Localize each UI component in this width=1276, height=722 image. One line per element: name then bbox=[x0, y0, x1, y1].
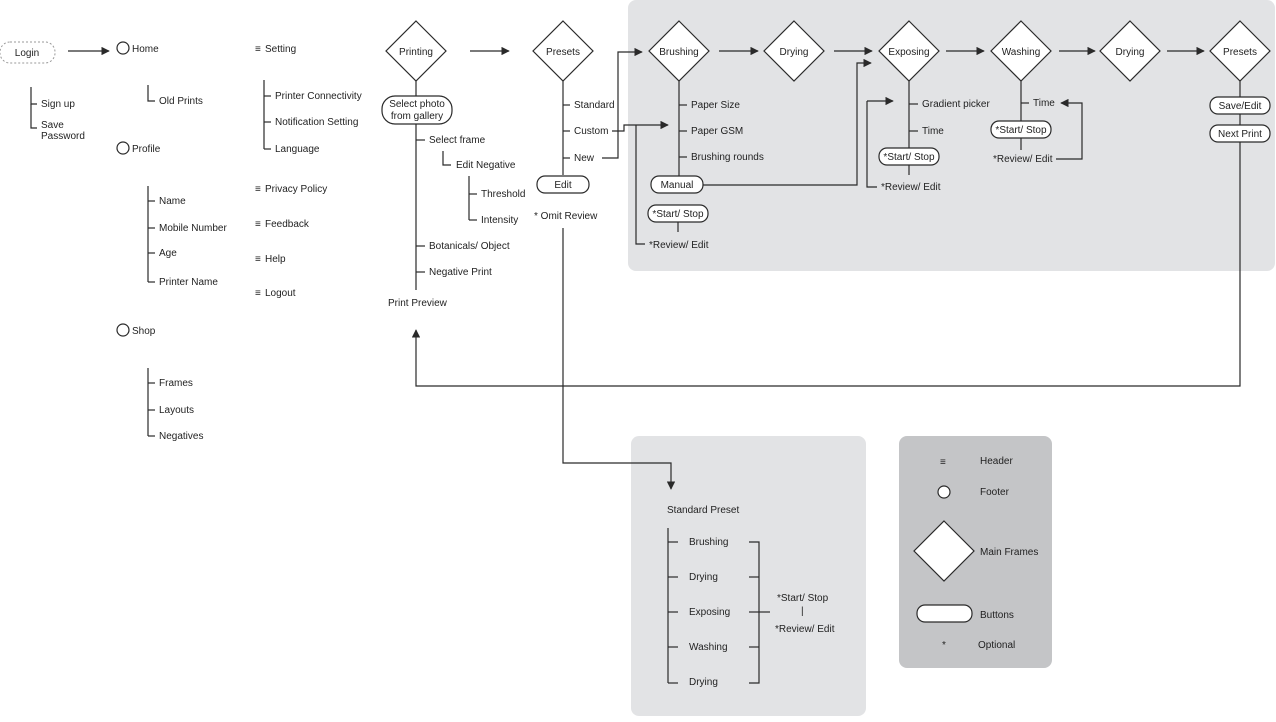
edit-button-label: Edit bbox=[554, 180, 571, 191]
save-label: Save bbox=[41, 120, 64, 131]
std-start-stop-label: *Start/ Stop bbox=[777, 593, 829, 604]
select-photo-line2: from gallery bbox=[391, 111, 443, 122]
washing-time-label: Time bbox=[1033, 98, 1055, 109]
legend-optional-label: Optional bbox=[978, 640, 1015, 651]
setting-header-icon: ≡ bbox=[255, 44, 261, 55]
omit-review-label: * Omit Review bbox=[534, 211, 598, 222]
exposing-start-stop-label: *Start/ Stop bbox=[883, 152, 935, 163]
edit-negative-label: Edit Negative bbox=[456, 160, 516, 171]
feedback-label: Feedback bbox=[265, 219, 310, 230]
legend-optional-mark: * bbox=[942, 640, 946, 651]
exposing-label: Exposing bbox=[888, 47, 929, 58]
legend-header-label: Header bbox=[980, 456, 1013, 467]
save-edit-label: Save/Edit bbox=[1219, 101, 1262, 112]
profile-printer-name: Printer Name bbox=[159, 277, 218, 288]
profile-footer-icon bbox=[116, 141, 130, 155]
botanicals-label: Botanicals/ Object bbox=[429, 241, 510, 252]
print-preview-label: Print Preview bbox=[388, 298, 448, 309]
next-print-label: Next Print bbox=[1218, 129, 1262, 140]
home-footer-icon bbox=[116, 41, 130, 55]
help-label: Help bbox=[265, 254, 286, 265]
brushing-start-stop-label: *Start/ Stop bbox=[652, 209, 704, 220]
standard-preset-title: Standard Preset bbox=[667, 505, 739, 516]
legend-header-icon: ≡ bbox=[940, 457, 946, 468]
drying2-frame[interactable] bbox=[1099, 20, 1161, 82]
home-label: Home bbox=[132, 44, 159, 55]
std-step-brushing: Brushing bbox=[689, 537, 728, 548]
select-frame-label: Select frame bbox=[429, 135, 486, 146]
paper-gsm-label: Paper GSM bbox=[691, 126, 743, 137]
std-step-exposing: Exposing bbox=[689, 607, 730, 618]
preset-standard: Standard bbox=[574, 100, 615, 111]
std-divider: | bbox=[801, 606, 804, 617]
presets-label: Presets bbox=[546, 47, 580, 58]
exposing-review-label: *Review/ Edit bbox=[881, 182, 941, 193]
legend-main-frame-icon bbox=[913, 520, 975, 582]
drying2-label: Drying bbox=[1116, 47, 1145, 58]
setting-language: Language bbox=[275, 144, 320, 155]
std-step-drying: Drying bbox=[689, 572, 718, 583]
legend-footer-icon bbox=[937, 485, 951, 499]
select-photo-button[interactable] bbox=[381, 95, 453, 125]
privacy-policy-label: Privacy Policy bbox=[265, 184, 327, 195]
profile-age: Age bbox=[159, 248, 177, 259]
printing-label: Printing bbox=[399, 47, 433, 58]
legend-button-icon bbox=[916, 604, 973, 623]
shop-footer-icon bbox=[116, 323, 130, 337]
negative-print-label: Negative Print bbox=[429, 267, 492, 278]
logout-header-icon: ≡ bbox=[255, 288, 261, 299]
brushing-review-label: *Review/ Edit bbox=[649, 240, 709, 251]
paper-size-label: Paper Size bbox=[691, 100, 740, 111]
help-header-icon: ≡ bbox=[255, 254, 261, 265]
washing-label: Washing bbox=[1002, 47, 1041, 58]
shop-label: Shop bbox=[132, 326, 156, 337]
drying-label: Drying bbox=[780, 47, 809, 58]
feedback-header-icon: ≡ bbox=[255, 219, 261, 230]
legend-main-frames-label: Main Frames bbox=[980, 547, 1038, 558]
password-label: Password bbox=[41, 131, 85, 142]
brushing-label: Brushing bbox=[659, 47, 698, 58]
brushing-rounds-label: Brushing rounds bbox=[691, 152, 764, 163]
edit-button[interactable] bbox=[536, 175, 590, 194]
setting-notification: Notification Setting bbox=[275, 117, 358, 128]
std-step-washing: Washing bbox=[689, 642, 728, 653]
intensity-label: Intensity bbox=[481, 215, 518, 226]
legend-buttons-label: Buttons bbox=[980, 610, 1014, 621]
select-photo-line1: Select photo bbox=[389, 99, 445, 110]
legend-footer-label: Footer bbox=[980, 487, 1010, 498]
profile-mobile: Mobile Number bbox=[159, 223, 227, 234]
standard-preset-panel bbox=[631, 436, 866, 716]
privacy-header-icon: ≡ bbox=[255, 184, 261, 195]
preset-custom: Custom bbox=[574, 126, 608, 137]
presets-final-label: Presets bbox=[1223, 47, 1257, 58]
sign-up-label: Sign up bbox=[41, 99, 75, 110]
profile-name: Name bbox=[159, 196, 186, 207]
washing-review-label: *Review/ Edit bbox=[993, 154, 1053, 165]
threshold-label: Threshold bbox=[481, 189, 525, 200]
std-step-drying2: Drying bbox=[689, 677, 718, 688]
login-button[interactable] bbox=[0, 41, 56, 64]
login-label: Login bbox=[15, 48, 39, 59]
shop-layouts: Layouts bbox=[159, 405, 194, 416]
old-prints-label: Old Prints bbox=[159, 96, 203, 107]
logout-label: Logout bbox=[265, 288, 296, 299]
shop-frames: Frames bbox=[159, 378, 193, 389]
std-review-edit-label: *Review/ Edit bbox=[775, 624, 835, 635]
manual-button-label: Manual bbox=[661, 180, 694, 191]
profile-label: Profile bbox=[132, 144, 161, 155]
setting-label: Setting bbox=[265, 44, 296, 55]
gradient-picker-label: Gradient picker bbox=[922, 99, 990, 110]
drying-frame[interactable] bbox=[763, 20, 825, 82]
setting-printer-connectivity: Printer Connectivity bbox=[275, 91, 362, 102]
washing-start-stop-label: *Start/ Stop bbox=[995, 125, 1047, 136]
preset-new: New bbox=[574, 153, 595, 164]
shop-negatives: Negatives bbox=[159, 431, 203, 442]
exposing-time-label: Time bbox=[922, 126, 944, 137]
